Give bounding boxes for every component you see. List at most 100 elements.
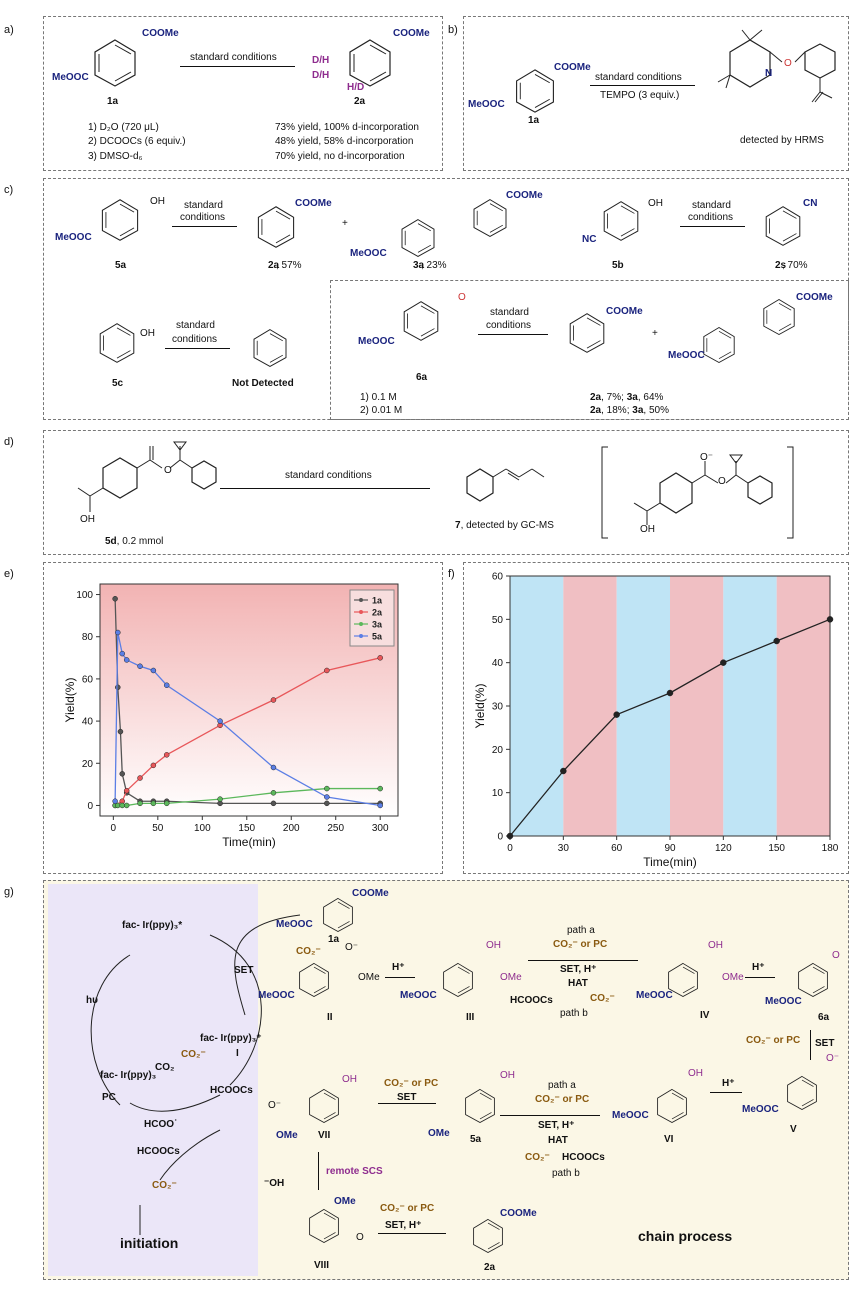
g-label-iv: IV (700, 1010, 710, 1021)
c-6-3a-ester: MeOOC (668, 350, 705, 361)
c-arrow-2-top: standard (692, 200, 731, 211)
product-7 (466, 468, 545, 502)
g-set-3: SET (397, 1092, 417, 1103)
g-path-a-1: path a (567, 925, 595, 936)
c-res6-1-y2: , 64% (637, 392, 664, 403)
c-res6-2-l2: 3a (632, 405, 644, 416)
g-label-vii: VII (318, 1130, 331, 1141)
benzene-ring-3a-right (473, 199, 507, 237)
legend-box (349, 589, 395, 647)
data-point-yield (826, 616, 834, 623)
x-tick-label: 0 (507, 843, 513, 854)
a-condition-3: 3) DMSO-d₆ (88, 151, 143, 162)
data-point-5a (163, 682, 170, 688)
g-path-b-2: path b (552, 1168, 580, 1179)
data-point-3a (217, 796, 223, 802)
legend-label-3a: 3a (372, 620, 383, 630)
g-vi-ester: MeOOC (612, 1110, 649, 1121)
data-point-3a (377, 785, 383, 792)
a-dh-2: D/H (312, 70, 330, 81)
a-label-2a: 2a (354, 96, 366, 107)
g-vi-oh: OH (688, 1068, 703, 1079)
c-conc-1: 1) 0.1 M (360, 392, 397, 403)
y-tick-label: 30 (492, 702, 504, 713)
d-arrow-label: standard conditions (285, 470, 372, 481)
data-point-5a (324, 794, 330, 800)
c-arrow-3-bottom: conditions (172, 334, 218, 345)
x-tick-label: 150 (238, 823, 255, 834)
g-ring-6a (798, 962, 828, 998)
c-res6-1-y1: , 7%; (601, 392, 624, 403)
c-arrow-2 (680, 226, 745, 227)
intermediate-bracket (601, 446, 794, 539)
g-arrow-h2 (745, 977, 775, 978)
plot-frame (99, 583, 399, 817)
g-co2-radical-4: CO₂⁻ (590, 993, 615, 1004)
g-set-2: SET (815, 1038, 835, 1049)
y-tick-label: 40 (82, 717, 94, 728)
g-ring-5a (465, 1088, 495, 1124)
data-point-2a (377, 655, 383, 661)
c-yield-2a: , 57% (276, 260, 302, 271)
c-arrow-1-bottom: conditions (180, 212, 226, 223)
x-axis-label: Time(min) (643, 855, 697, 869)
c-arrow-1-top: standard (184, 200, 223, 211)
c-res6-1-l2: 3a (626, 392, 638, 403)
g-ir-ground: fac- Ir(ppy)₃ (100, 1070, 157, 1081)
c-arrow-4 (478, 334, 548, 335)
x-tick-label: 90 (664, 843, 676, 854)
panel-f (463, 562, 849, 874)
panel-e-label: e) (4, 568, 14, 580)
c-2a-substituent: COOMe (295, 198, 332, 209)
g-co2pc-2: CO₂⁻ or PC (746, 1035, 801, 1046)
g-iv-oh: OH (708, 940, 723, 951)
g-co2: CO₂ (155, 1062, 175, 1073)
data-point-yield (613, 711, 620, 718)
g-label-vi: VI (664, 1134, 674, 1145)
panel-a (43, 16, 443, 171)
a-condition-2: 2) DCOOCs (6 equiv.) (88, 136, 186, 147)
y-tick-label: 80 (82, 632, 94, 643)
data-point-3a (270, 790, 277, 796)
x-tick-label: 250 (327, 823, 344, 834)
g-iii-ome: OMe (500, 972, 522, 983)
g-label-iii: III (466, 1012, 475, 1023)
a-arrow (180, 66, 295, 67)
g-arrow-down-2 (318, 1152, 319, 1190)
data-point-2a (150, 762, 157, 769)
data-point-2a (324, 667, 330, 674)
g-1a-ester: MeOOC (276, 919, 313, 930)
x-tick-label: 60 (611, 843, 623, 854)
g-1a-coome: COOMe (352, 888, 389, 899)
c-oh-5a: OH (150, 196, 165, 207)
c-ester-6a: MeOOC (358, 336, 395, 347)
legend-label-1a: 1a (372, 596, 383, 606)
g-arrow-h1 (385, 977, 415, 978)
data-point-1a (117, 728, 124, 735)
tempo-adduct (717, 29, 836, 103)
a-substituent: COOMe (142, 28, 179, 39)
panel-c-label: c) (4, 184, 14, 196)
y-tick-label: 100 (76, 590, 93, 601)
g-ring-iv (668, 962, 698, 998)
benzene-ring-5a (101, 199, 139, 241)
data-point-1a (115, 684, 121, 691)
substrate-5d (77, 441, 217, 512)
panel-c-subbox (330, 280, 849, 420)
data-point-5a (123, 657, 130, 663)
b-ester: MeOOC (468, 99, 505, 110)
g-vii-oh: OH (342, 1074, 357, 1085)
data-point-2a (137, 775, 143, 781)
benzene-ring-b (516, 69, 554, 113)
y-tick-label: 0 (497, 832, 503, 843)
a-label-1a: 1a (107, 96, 119, 107)
d-label-7: 7 (455, 520, 461, 531)
series-line-2a (114, 657, 381, 807)
benzene-ring-2a-d (569, 313, 605, 353)
g-set-1: SET (234, 965, 254, 976)
light-band-on (723, 576, 777, 836)
x-tick-label: 120 (715, 843, 732, 854)
g-ii-ester: MeOOC (258, 990, 295, 1001)
data-point-3a (137, 800, 143, 807)
